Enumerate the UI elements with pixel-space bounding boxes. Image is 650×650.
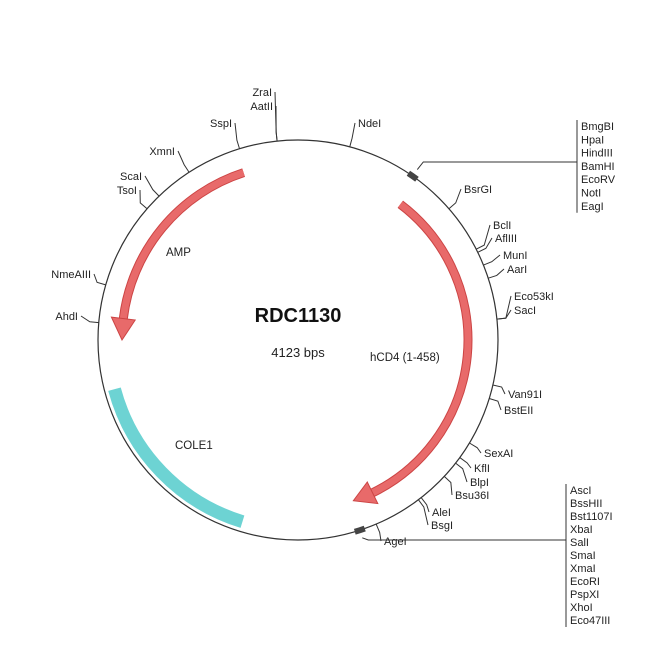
site-label-xmni: XmnI bbox=[149, 146, 175, 158]
site-tick bbox=[375, 523, 382, 542]
site-tick bbox=[234, 122, 241, 149]
mcs1-leader bbox=[416, 161, 577, 170]
site-label-sexai: SexAI bbox=[484, 448, 513, 460]
site-label-scai: ScaI bbox=[120, 171, 142, 183]
site-label-kfli: KflI bbox=[474, 463, 490, 475]
site-label-bst1107i: Bst1107I bbox=[570, 511, 613, 523]
feature-hcd4 bbox=[370, 200, 473, 497]
feature-amp-arrowhead bbox=[110, 316, 137, 342]
site-label-xbai: XbaI bbox=[570, 524, 593, 536]
site-tick bbox=[420, 497, 430, 513]
site-label-bamhi: BamHI bbox=[581, 161, 615, 173]
site-label-aari: AarI bbox=[507, 264, 527, 276]
site-label-bsshii: BssHII bbox=[570, 498, 602, 510]
site-label-zrai: ZraI bbox=[252, 87, 272, 99]
site-label-afliii: AflIII bbox=[495, 233, 517, 245]
site-tick bbox=[349, 122, 356, 147]
mcs2-site-box bbox=[353, 525, 366, 535]
site-tick bbox=[139, 189, 148, 210]
site-tick bbox=[496, 295, 512, 320]
site-label-ecorv: EcoRV bbox=[581, 174, 616, 186]
site-tick bbox=[455, 462, 468, 483]
site-label-saci: SacI bbox=[514, 305, 536, 317]
site-tick bbox=[483, 254, 501, 266]
site-label-hindiii: HindIII bbox=[581, 148, 613, 160]
site-tick bbox=[459, 457, 472, 469]
site-label-aatii: AatII bbox=[250, 101, 273, 113]
feature-label-amp: AMP bbox=[166, 247, 191, 259]
site-tick bbox=[177, 150, 190, 173]
site-label-ahdi: AhdI bbox=[55, 311, 78, 323]
feature-cole1 bbox=[108, 387, 245, 528]
site-tick bbox=[144, 175, 160, 197]
feature-label-cole1: COLE1 bbox=[175, 440, 213, 452]
site-label-sali: SalI bbox=[570, 537, 589, 549]
site-label-eco47iii: Eco47III bbox=[570, 615, 610, 627]
site-tick bbox=[443, 476, 453, 496]
site-label-eagi: EagI bbox=[581, 201, 604, 213]
site-tick bbox=[477, 237, 493, 253]
site-label-blpi: BlpI bbox=[470, 477, 489, 489]
site-tick bbox=[469, 442, 482, 454]
site-label-nmeaiii: NmeAIII bbox=[51, 269, 91, 281]
feature-amp bbox=[118, 168, 246, 320]
site-label-bsrgi: BsrGI bbox=[464, 184, 492, 196]
site-label-van91i: Van91I bbox=[508, 389, 542, 401]
site-label-ndei: NdeI bbox=[358, 118, 381, 130]
site-label-bmgbi: BmgBI bbox=[581, 121, 614, 133]
feature-label-hcd4: hCD4 (1-458) bbox=[370, 352, 440, 364]
feature-hcd4-fill bbox=[370, 201, 472, 496]
mcs1-site-box bbox=[406, 170, 419, 182]
site-tick bbox=[489, 397, 502, 411]
site-label-pspxi: PspXI bbox=[570, 589, 599, 601]
site-tick bbox=[475, 224, 491, 250]
site-label-eco53ki: Eco53kI bbox=[514, 291, 554, 303]
site-label-alei: AleI bbox=[432, 507, 451, 519]
site-tick bbox=[93, 273, 106, 286]
site-label-noti: NotI bbox=[581, 188, 601, 200]
site-label-bsteii: BstEII bbox=[504, 405, 533, 417]
site-label-bsgi: BsgI bbox=[431, 520, 453, 532]
site-label-xhoi: XhoI bbox=[570, 602, 593, 614]
site-label-asci: AscI bbox=[570, 485, 591, 497]
feature-hcd4-arrowhead bbox=[352, 481, 379, 505]
plasmid-backbone bbox=[97, 139, 499, 541]
plasmid-name: RDC1130 bbox=[255, 305, 342, 327]
site-tick bbox=[496, 309, 512, 320]
site-label-bsu36i: Bsu36I bbox=[455, 490, 489, 502]
site-label-tsoi: TsoI bbox=[117, 185, 137, 197]
site-label-sspi: SspI bbox=[210, 118, 232, 130]
site-label-bcli: BclI bbox=[493, 220, 511, 232]
plasmid-size: 4123 bps bbox=[271, 345, 325, 360]
site-tick bbox=[488, 268, 505, 279]
site-tick bbox=[417, 499, 429, 526]
site-label-agei: AgeI bbox=[384, 536, 407, 548]
site-label-ecori: EcoRI bbox=[570, 576, 600, 588]
site-tick bbox=[275, 105, 278, 142]
mcs2-leader bbox=[362, 537, 566, 541]
feature-amp-fill bbox=[119, 169, 245, 319]
site-label-smai: SmaI bbox=[570, 550, 596, 562]
site-label-muni: MunI bbox=[503, 250, 527, 262]
site-tick bbox=[448, 188, 462, 210]
site-label-xmai: XmaI bbox=[570, 563, 596, 575]
site-label-hpai: HpaI bbox=[581, 134, 604, 146]
site-tick bbox=[80, 315, 99, 324]
site-tick bbox=[492, 384, 506, 395]
